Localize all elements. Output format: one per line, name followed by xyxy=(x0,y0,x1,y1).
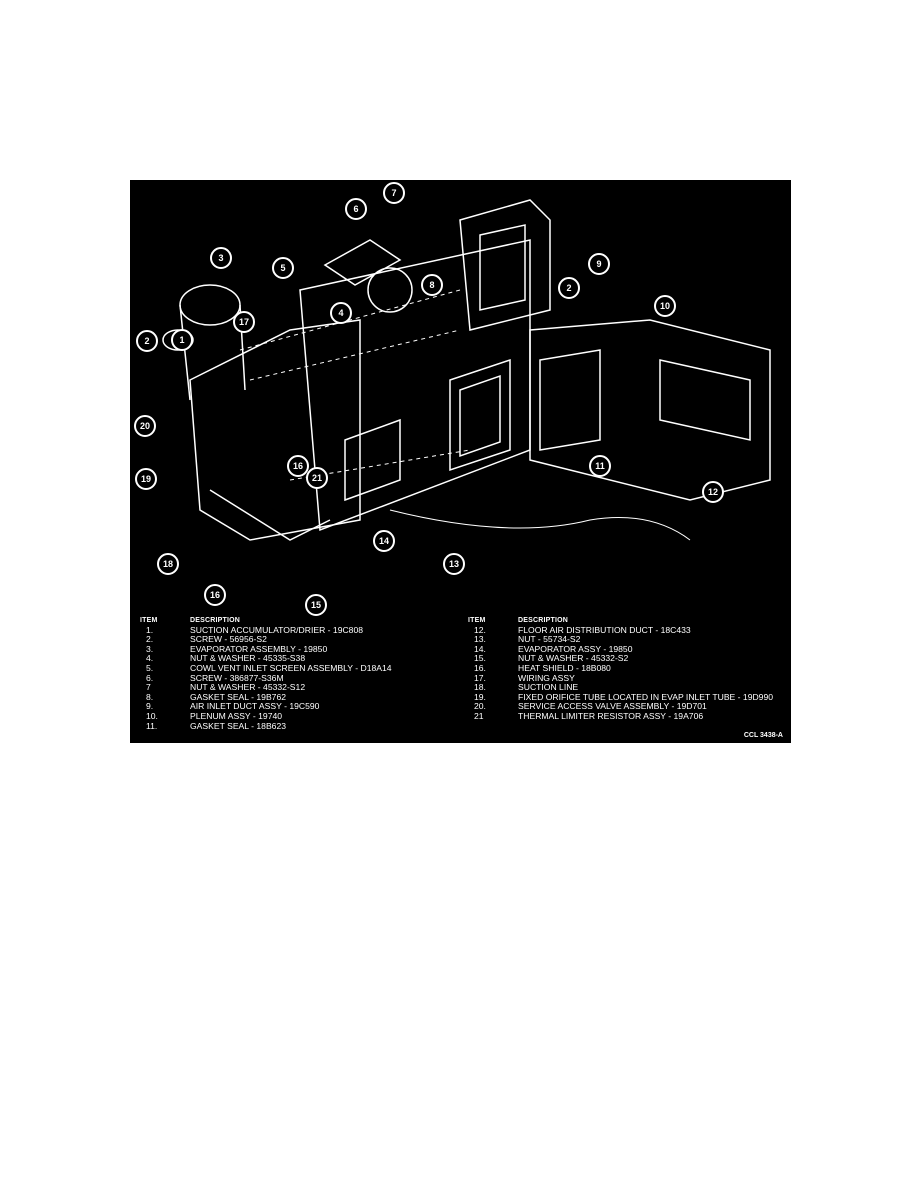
callout: 20 xyxy=(134,415,156,437)
item-description: NUT & WASHER - 45332-S2 xyxy=(518,653,629,664)
item-description: THERMAL LIMITER RESISTOR ASSY - 19A706 xyxy=(518,710,704,721)
legend-row: 7 NUT & WASHER - 45332-S12 xyxy=(140,683,392,693)
item-description: NUT - 55734-S2 xyxy=(518,634,581,645)
item-number: 3. xyxy=(146,643,154,654)
callout: 6 xyxy=(345,198,367,220)
item-number: 17. xyxy=(474,672,486,683)
item-description: HEAT SHIELD - 18B080 xyxy=(518,662,611,673)
item-description: GASKET SEAL - 18B623 xyxy=(190,720,287,731)
callout: 2 xyxy=(558,277,580,299)
callout: 19 xyxy=(135,468,157,490)
parts-legend-left: ITEM DESCRIPTION 1. SUCTION ACCUMULATOR/D… xyxy=(140,616,392,731)
item-number: 10. xyxy=(146,710,158,721)
item-number: 9. xyxy=(146,701,154,712)
callout: 11 xyxy=(589,455,611,477)
legend-row: 17. WIRING ASSY xyxy=(468,672,773,684)
legend-row: 21 THERMAL LIMITER RESISTOR ASSY - 19A706 xyxy=(468,710,773,722)
callout: 1 xyxy=(171,329,193,351)
item-number: 12. xyxy=(474,624,486,635)
item-header: ITEM xyxy=(140,617,158,624)
legend-row: 16. HEAT SHIELD - 18B080 xyxy=(468,662,773,674)
item-number: 19. xyxy=(474,691,486,702)
callout: 21 xyxy=(306,467,328,489)
item-number: 6. xyxy=(146,672,154,683)
item-number: 18. xyxy=(474,682,486,693)
legend-header: ITEM DESCRIPTION xyxy=(468,616,773,626)
description-header: DESCRIPTION xyxy=(518,617,569,624)
diagram-artwork xyxy=(162,199,771,541)
legend-row: 15. NUT & WASHER - 45332-S2 xyxy=(468,654,773,664)
item-description: SUCTION LINE xyxy=(518,682,579,693)
callout: 4 xyxy=(330,302,352,324)
item-number: 4. xyxy=(146,653,154,664)
item-number: 1. xyxy=(146,624,154,635)
item-description: EVAPORATOR ASSEMBLY - 19850 xyxy=(190,643,328,654)
item-description: SERVICE ACCESS VALVE ASSEMBLY - 19D701 xyxy=(518,701,707,712)
callout: 7 xyxy=(383,182,405,204)
legend-row: 9. AIR INLET DUCT ASSY - 19C590 xyxy=(140,702,392,712)
item-description: NUT & WASHER - 45335-S38 xyxy=(190,653,306,664)
item-description: EVAPORATOR ASSY - 19850 xyxy=(518,643,633,654)
legend-row: 18. SUCTION LINE xyxy=(468,683,773,693)
legend-row: 20. SERVICE ACCESS VALVE ASSEMBLY - 19D70… xyxy=(468,702,773,712)
callout: 17 xyxy=(233,311,255,333)
legend-header: ITEM DESCRIPTION xyxy=(140,616,392,626)
legend-row: 3. EVAPORATOR ASSEMBLY - 19850 xyxy=(140,643,392,655)
callout: 14 xyxy=(373,530,395,552)
callout: 16 xyxy=(204,584,226,606)
legend-row: 11. GASKET SEAL - 18B623 xyxy=(140,720,392,732)
figure-reference-code: CCL 3438-A xyxy=(743,732,783,739)
legend-row: 6. SCREW - 386877-S36M xyxy=(140,672,392,684)
item-number: 20. xyxy=(474,701,486,712)
item-description: AIR INLET DUCT ASSY - 19C590 xyxy=(190,701,320,712)
item-number: 11. xyxy=(146,720,158,731)
callout: 8 xyxy=(421,274,443,296)
item-description: SCREW - 386877-S36M xyxy=(190,672,284,683)
item-description: GASKET SEAL - 19B762 xyxy=(190,691,287,702)
callout: 16 xyxy=(287,455,309,477)
callout: 3 xyxy=(210,247,232,269)
item-description: WIRING ASSY xyxy=(518,672,575,683)
legend-row: 5. COWL VENT INLET SCREEN ASSEMBLY - D18A… xyxy=(140,662,392,674)
item-description: PLENUM ASSY - 19740 xyxy=(190,710,283,721)
callout: 10 xyxy=(654,295,676,317)
item-number: 21 xyxy=(474,710,484,721)
exploded-diagram: 7 6 3 5 9 8 2 10 4 17 2 1 20 16 21 19 11… xyxy=(130,180,791,743)
item-description: NUT & WASHER - 45332-S12 xyxy=(190,682,306,693)
callout: 15 xyxy=(305,594,327,616)
item-number: 15. xyxy=(474,653,486,664)
legend-row: 4. NUT & WASHER - 45335-S38 xyxy=(140,654,392,664)
callout: 9 xyxy=(588,253,610,275)
legend-row: 1. SUCTION ACCUMULATOR/DRIER - 19C808 xyxy=(140,624,392,636)
item-number: 2. xyxy=(146,634,154,645)
legend-row: 14. EVAPORATOR ASSY - 19850 xyxy=(468,643,773,655)
item-header: ITEM xyxy=(468,617,486,624)
item-number: 14. xyxy=(474,643,486,654)
item-number: 8. xyxy=(146,691,154,702)
callout: 18 xyxy=(157,553,179,575)
item-number: 16. xyxy=(474,662,486,673)
item-description: SCREW - 56956-S2 xyxy=(190,634,267,645)
callout: 12 xyxy=(702,481,724,503)
callout: 2 xyxy=(136,330,158,352)
legend-row: 2. SCREW - 56956-S2 xyxy=(140,635,392,645)
legend-row: 13. NUT - 55734-S2 xyxy=(468,635,773,645)
item-description: SUCTION ACCUMULATOR/DRIER - 19C808 xyxy=(190,624,364,635)
callout: 5 xyxy=(272,257,294,279)
item-description: COWL VENT INLET SCREEN ASSEMBLY - D18A14 xyxy=(190,662,392,673)
legend-row: 10. PLENUM ASSY - 19740 xyxy=(140,710,392,722)
item-number: 13. xyxy=(474,634,486,645)
description-header: DESCRIPTION xyxy=(190,617,241,624)
parts-legend-right: ITEM DESCRIPTION 12. FLOOR AIR DISTRIBUTI… xyxy=(468,616,773,722)
item-number: 5. xyxy=(146,662,154,673)
legend-row: 19. FIXED ORIFICE TUBE LOCATED IN EVAP IN… xyxy=(468,691,774,703)
item-number: 7 xyxy=(146,682,151,693)
item-description: FLOOR AIR DISTRIBUTION DUCT - 18C433 xyxy=(518,624,691,635)
callout: 13 xyxy=(443,553,465,575)
legend-row: 8. GASKET SEAL - 19B762 xyxy=(140,691,392,703)
item-description: FIXED ORIFICE TUBE LOCATED IN EVAP INLET… xyxy=(518,691,774,702)
legend-row: 12. FLOOR AIR DISTRIBUTION DUCT - 18C433 xyxy=(468,624,773,636)
